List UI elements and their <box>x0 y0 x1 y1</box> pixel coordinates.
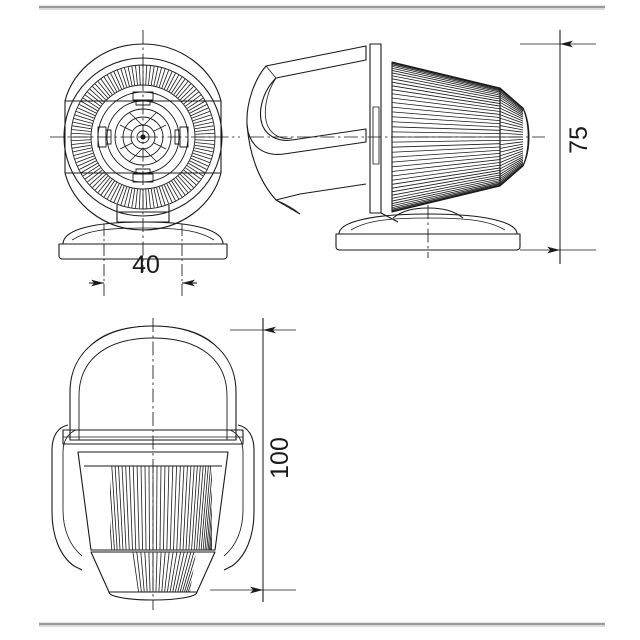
front-radial-louvres <box>71 65 215 209</box>
bottom-fin-barrel-upper <box>77 451 229 551</box>
width-dimension-label: 40 <box>132 251 160 279</box>
side-mount-flange <box>369 43 382 214</box>
front-view-centerlines <box>50 30 240 272</box>
length-dimension <box>210 318 296 602</box>
height-dimension <box>520 30 596 264</box>
width-dimension <box>89 224 197 296</box>
length-dimension-label: 100 <box>266 437 294 479</box>
height-dimension-label: 75 <box>565 126 593 154</box>
bottom-yoke-bracket <box>51 424 255 571</box>
top-rule <box>39 5 605 10</box>
side-support-strut <box>246 123 367 215</box>
side-fin-barrel-rear <box>499 87 530 187</box>
bottom-rule <box>39 622 605 627</box>
side-visor-hood <box>246 45 367 155</box>
side-view-centerlines <box>250 136 545 258</box>
